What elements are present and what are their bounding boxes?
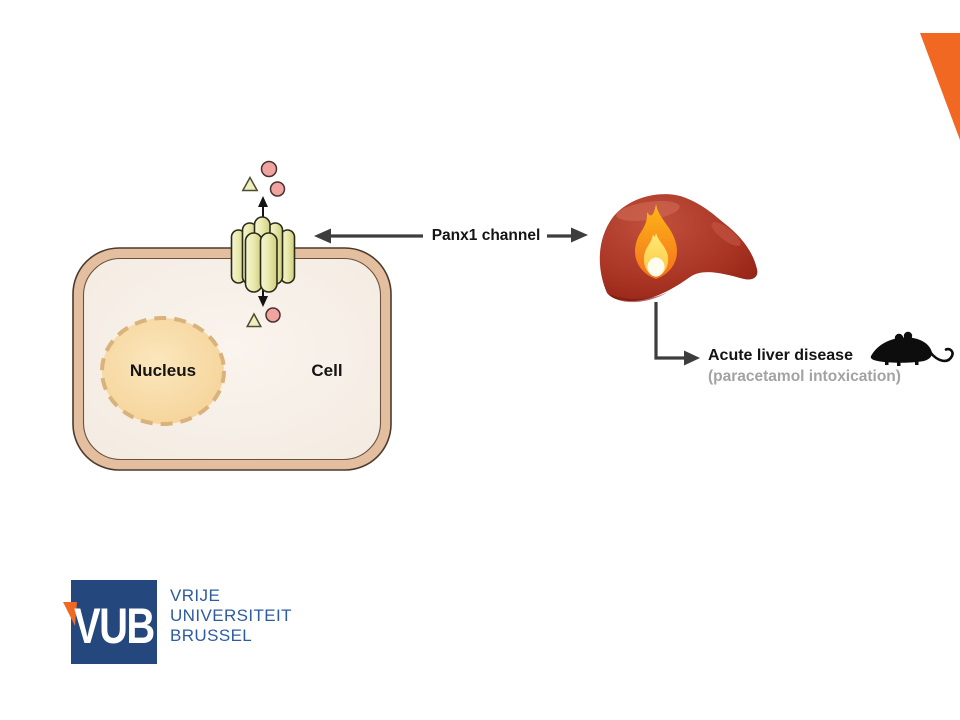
disease-subtitle: (paracetamol intoxication) (708, 368, 901, 385)
nucleus-shape (100, 316, 226, 426)
cell-shape (72, 247, 392, 471)
arrow-up-head (258, 196, 268, 207)
liver-shadow (609, 292, 668, 303)
arrow-right-head (571, 227, 588, 243)
vub-logo-acronym: VUB (74, 598, 155, 654)
particle-triangle (241, 175, 259, 192)
liver-highlight (616, 201, 680, 221)
liver-body (599, 194, 758, 301)
vub-logo-name-line: UNIVERSITEIT (170, 606, 292, 625)
particle-triangle (245, 312, 263, 328)
mouse-icon (870, 331, 954, 366)
panx1-channel-icon (230, 216, 296, 293)
liver-icon (599, 194, 758, 303)
particle-circle (265, 307, 281, 323)
disease-title: Acute liver disease (708, 347, 853, 364)
signal-particles (241, 160, 286, 328)
vub-logo-name-line: VRIJE (170, 586, 221, 605)
cell-label: Cell (311, 361, 343, 380)
arrow-left-head (314, 228, 331, 244)
particle-circle (269, 181, 286, 197)
liver-highlight (711, 221, 741, 247)
corner-accent-triangle (920, 33, 960, 140)
arrow-down-head (258, 296, 268, 307)
connector-arrow-head (684, 350, 700, 366)
flame-icon (635, 204, 677, 279)
particle-circle (260, 160, 278, 178)
nucleus-label: Nucleus (129, 361, 197, 380)
channel-label: Panx1 channel (431, 227, 541, 244)
vub-logo (63, 580, 157, 664)
vub-logo-orange-wedge (63, 602, 77, 626)
vub-logo-square (71, 580, 157, 664)
vub-logo-name-line: BRUSSEL (170, 626, 253, 645)
liver-disease-connector (654, 302, 686, 360)
vub-logo-name: VRIJE UNIVERSITEIT BRUSSEL (170, 586, 292, 646)
